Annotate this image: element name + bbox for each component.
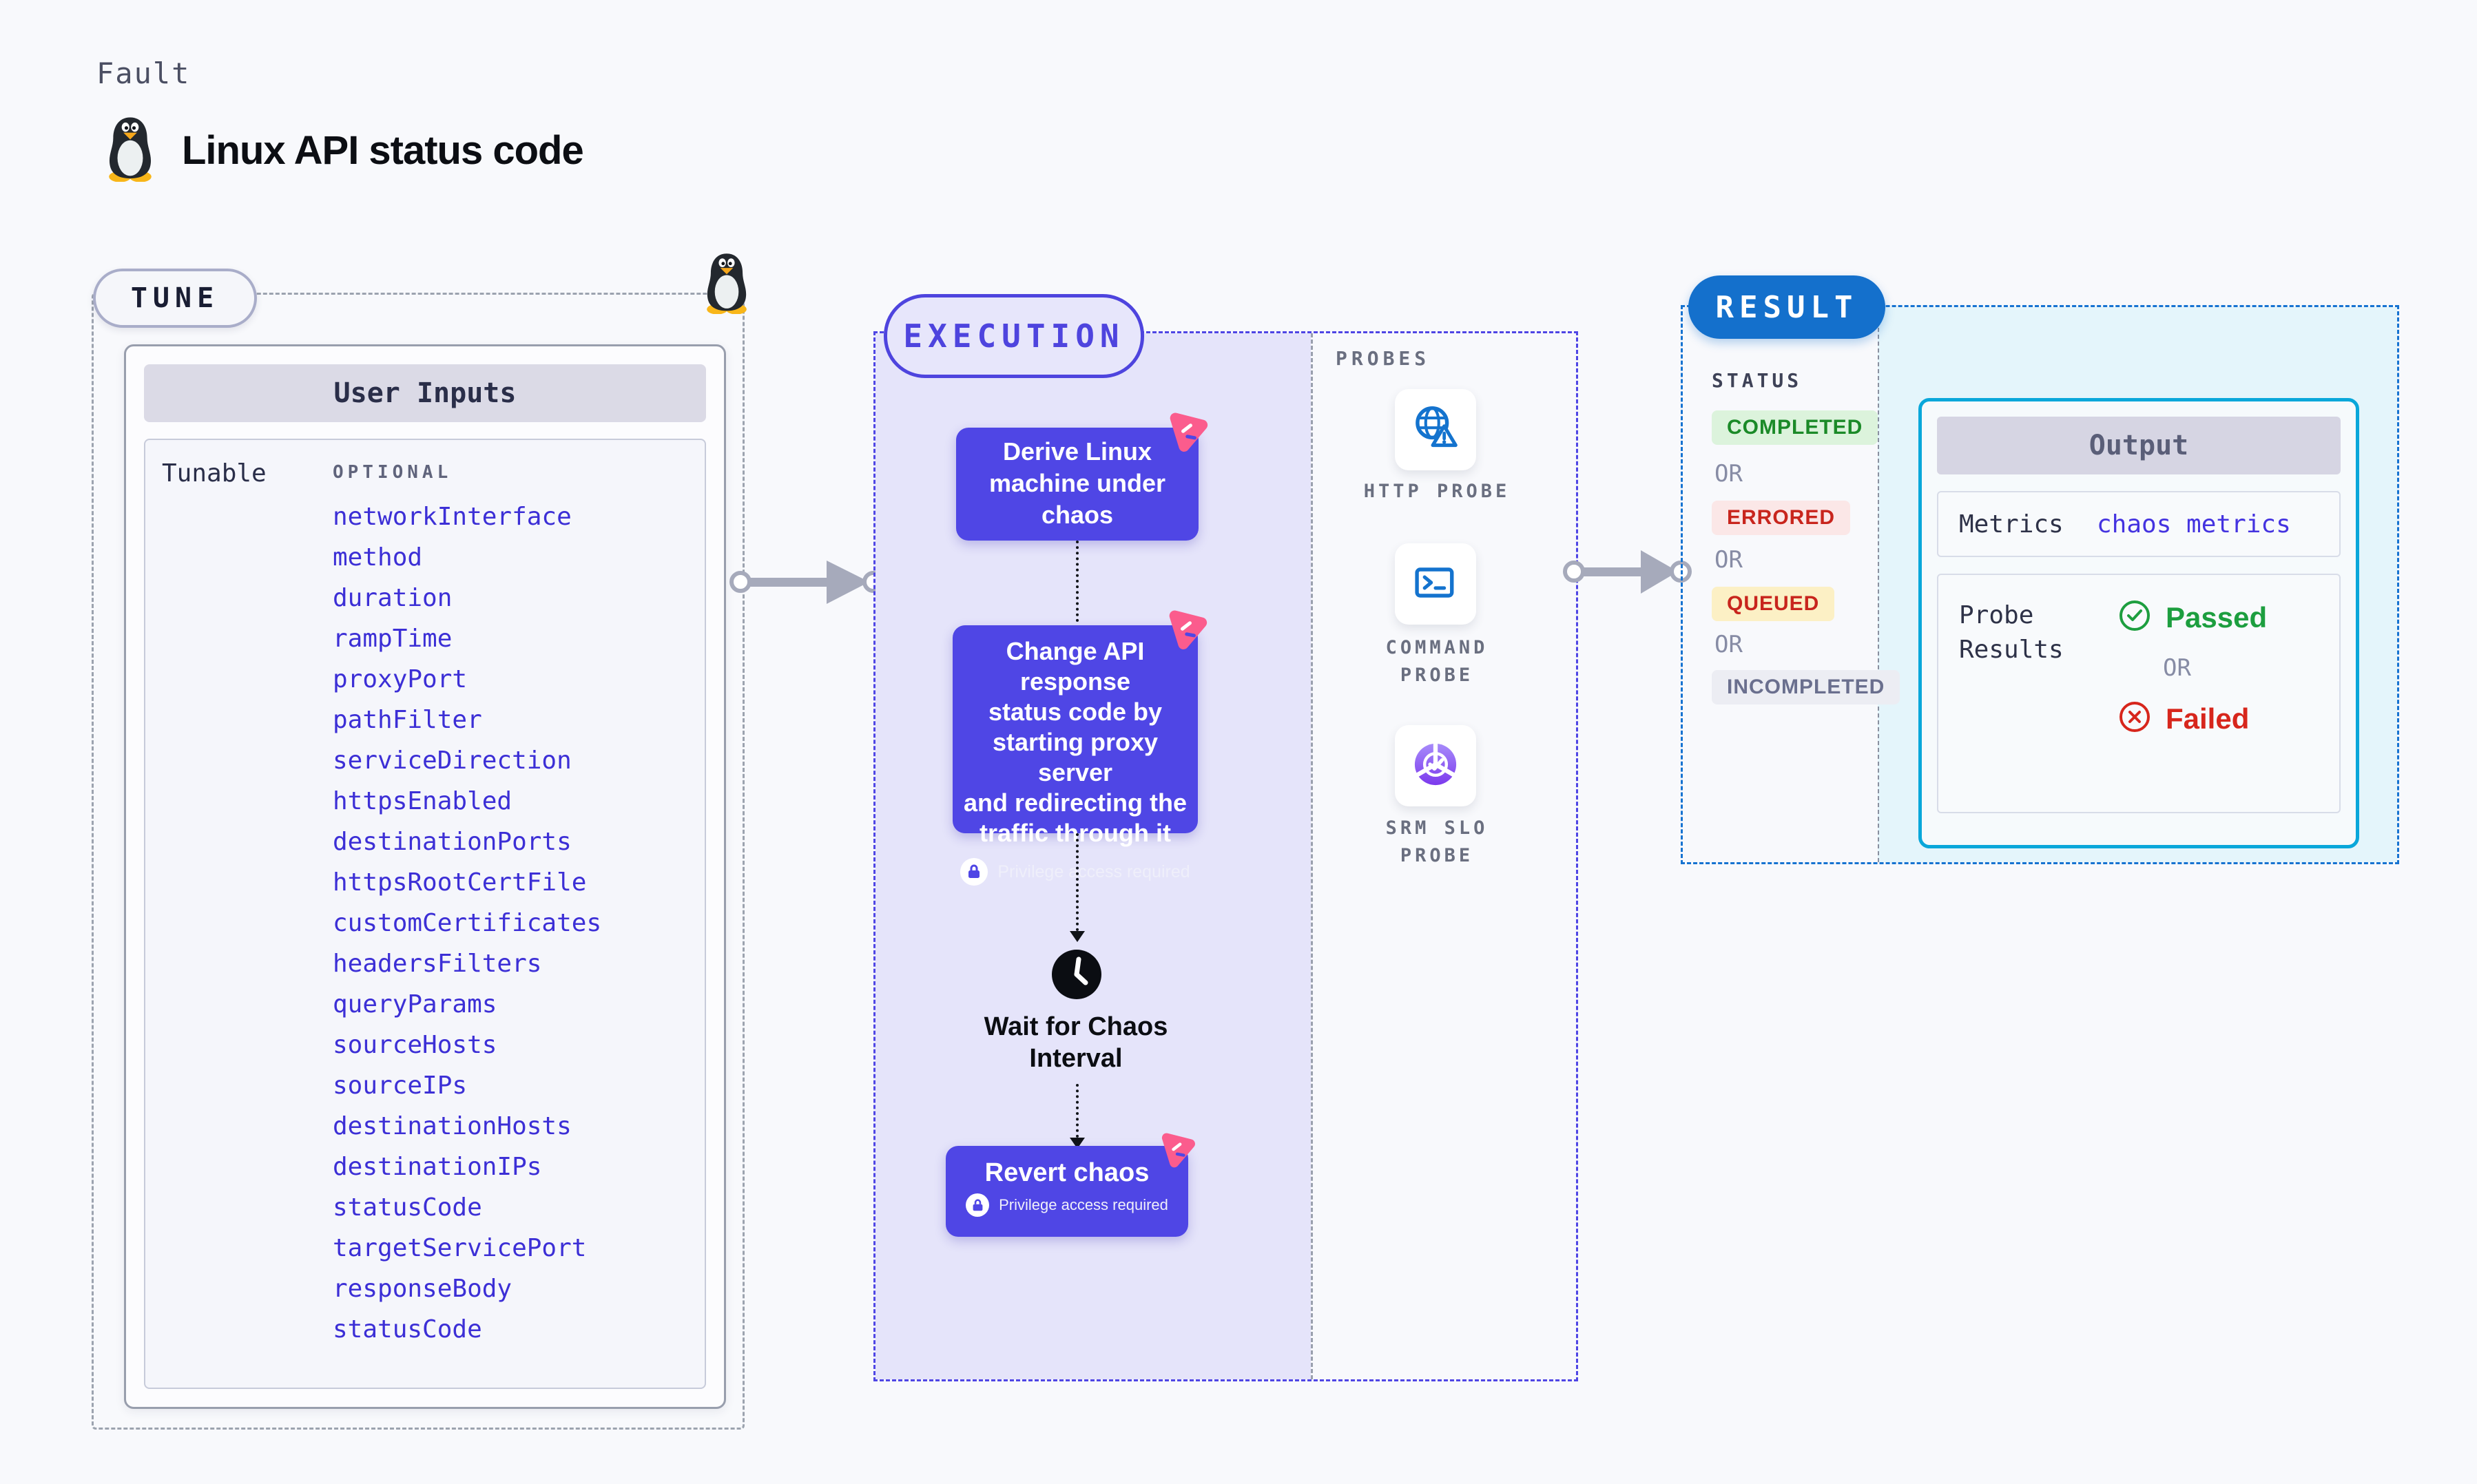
- node-change-text: Change API response status code by start…: [963, 637, 1188, 847]
- chaos-logo-icon: [1165, 605, 1212, 655]
- output-box: Output Metrics chaos metrics Probe Resul…: [1918, 398, 2359, 848]
- status-badge-incompleted: INCOMPLETED: [1712, 670, 1900, 704]
- tunable-item[interactable]: httpsRootCertFile: [333, 868, 587, 897]
- tunable-item[interactable]: duration: [333, 584, 453, 612]
- metrics-value-link[interactable]: chaos metrics: [2097, 510, 2291, 539]
- tune-to-execution-arrow: [729, 561, 884, 604]
- privilege-row: Privilege access required: [946, 1193, 1188, 1217]
- tunable-item[interactable]: serviceDirection: [333, 746, 572, 775]
- tunable-item[interactable]: statusCode: [333, 1193, 482, 1222]
- privilege-note: Privilege access required: [999, 1196, 1168, 1213]
- probe-results-values: Passed OR Failed: [2117, 598, 2267, 812]
- privilege-row: Privilege access required: [953, 858, 1198, 886]
- failed-row: Failed: [2117, 700, 2267, 738]
- chaos-logo-icon: [1158, 1128, 1199, 1173]
- result-pill: RESULT: [1688, 275, 1885, 339]
- command-probe-card: [1395, 543, 1476, 625]
- tunable-item[interactable]: customCertificates: [333, 909, 602, 937]
- tunable-item[interactable]: sourceHosts: [333, 1031, 497, 1059]
- tux-penguin-icon: [102, 116, 158, 185]
- probe-results-row: Probe Results Passed OR: [1937, 574, 2341, 813]
- execution-section-container: EXECUTION Derive Linux machine under cha…: [873, 294, 1578, 1381]
- metrics-label: Metrics: [1959, 510, 2064, 539]
- check-circle-icon: [2117, 598, 2152, 636]
- passed-row: Passed: [2117, 598, 2267, 636]
- tune-pill: TUNE: [93, 269, 257, 328]
- srm-slo-probe-label: SRM SLO PROBE: [1385, 817, 1489, 866]
- status-badge-errored: ERRORED: [1712, 501, 1851, 535]
- slo-donut-check-icon: [1409, 738, 1462, 794]
- tunable-item[interactable]: destinationPorts: [333, 828, 572, 856]
- result-section-container: RESULT STATUS COMPLETED OR ERRORED OR QU…: [1681, 275, 2399, 864]
- http-probe-card: [1395, 389, 1476, 470]
- flow-connector-2: [1076, 833, 1079, 931]
- tunables-list: networkInterface method duration rampTim…: [333, 497, 601, 1350]
- arrowhead-down: [1070, 931, 1085, 942]
- tunable-item[interactable]: headersFilters: [333, 950, 542, 978]
- command-probe-label: COMMAND PROBE: [1385, 637, 1489, 686]
- lock-icon: [960, 858, 988, 886]
- node-revert-chaos: Revert chaos Privilege access required: [946, 1133, 1195, 1237]
- probes-panel-label: PROBES: [1336, 347, 1431, 370]
- tunable-item[interactable]: networkInterface: [333, 503, 572, 531]
- passed-label: Passed: [2166, 600, 2268, 634]
- optional-column-header: OPTIONAL: [333, 462, 453, 483]
- probes-divider: [1311, 333, 1313, 1379]
- terminal-icon: [1409, 556, 1462, 612]
- status-column-label: STATUS: [1712, 369, 1803, 392]
- fault-kicker: Fault: [96, 56, 191, 90]
- node-derive-machine: Derive Linux machine under chaos: [956, 412, 1208, 541]
- or-separator: OR: [1714, 546, 1743, 574]
- tunable-item[interactable]: destinationHosts: [333, 1112, 572, 1140]
- or-separator: OR: [1714, 631, 1743, 658]
- failed-label: Failed: [2166, 702, 2250, 735]
- or-separator: OR: [2163, 654, 2191, 682]
- tunable-item[interactable]: pathFilter: [333, 706, 482, 734]
- tunable-item[interactable]: method: [333, 543, 423, 572]
- node-derive-text: Derive Linux machine under chaos: [988, 437, 1166, 529]
- or-separator: OR: [1714, 460, 1743, 488]
- clock-icon: [1050, 948, 1103, 1004]
- tune-section-container: [92, 293, 745, 1430]
- x-circle-icon: [2117, 700, 2152, 738]
- page-title-row: Linux API status code: [102, 116, 584, 185]
- node-revert-text: Revert chaos: [984, 1158, 1150, 1187]
- execution-pill: EXECUTION: [884, 294, 1144, 378]
- tunable-item[interactable]: proxyPort: [333, 665, 468, 693]
- status-badge-completed: COMPLETED: [1712, 410, 1878, 445]
- srm-slo-probe-card: [1395, 725, 1476, 806]
- user-inputs-table: Tunable OPTIONAL networkInterface method…: [144, 439, 706, 1389]
- user-inputs-card: User Inputs Tunable OPTIONAL networkInte…: [124, 344, 726, 1409]
- node-change-status-code: Change API response status code by start…: [953, 610, 1208, 886]
- tunable-item[interactable]: sourceIPs: [333, 1072, 468, 1100]
- tunable-item[interactable]: queryParams: [333, 990, 497, 1018]
- tunable-item[interactable]: targetServicePort: [333, 1234, 587, 1262]
- privilege-note: Privilege access required: [997, 861, 1190, 881]
- metrics-row: Metrics chaos metrics: [1937, 491, 2341, 557]
- tunable-row-label: Tunable: [162, 459, 267, 488]
- lock-icon: [966, 1193, 990, 1217]
- globe-warning-icon: [1409, 402, 1462, 458]
- page-title: Linux API status code: [182, 128, 584, 173]
- wait-for-chaos-label: Wait for Chaos Interval: [984, 1012, 1168, 1073]
- http-probe-label: HTTP PROBE: [1363, 481, 1511, 502]
- flow-connector-3: [1076, 1084, 1079, 1138]
- user-inputs-header: User Inputs: [144, 364, 706, 422]
- tux-penguin-icon-small: [701, 252, 752, 317]
- chaos-logo-icon: [1165, 407, 1212, 457]
- tunable-item[interactable]: httpsEnabled: [333, 787, 512, 815]
- flow-connector-1: [1076, 541, 1079, 622]
- execution-to-result-arrow: [1563, 550, 1692, 594]
- status-badge-queued: QUEUED: [1712, 587, 1835, 621]
- output-header: Output: [1937, 417, 2341, 474]
- tunable-item[interactable]: destinationIPs: [333, 1153, 542, 1181]
- tunable-item[interactable]: statusCode: [333, 1315, 482, 1344]
- tunable-item[interactable]: responseBody: [333, 1275, 512, 1303]
- tunable-item[interactable]: rampTime: [333, 625, 453, 653]
- probe-results-label: Probe Results: [1959, 601, 2064, 664]
